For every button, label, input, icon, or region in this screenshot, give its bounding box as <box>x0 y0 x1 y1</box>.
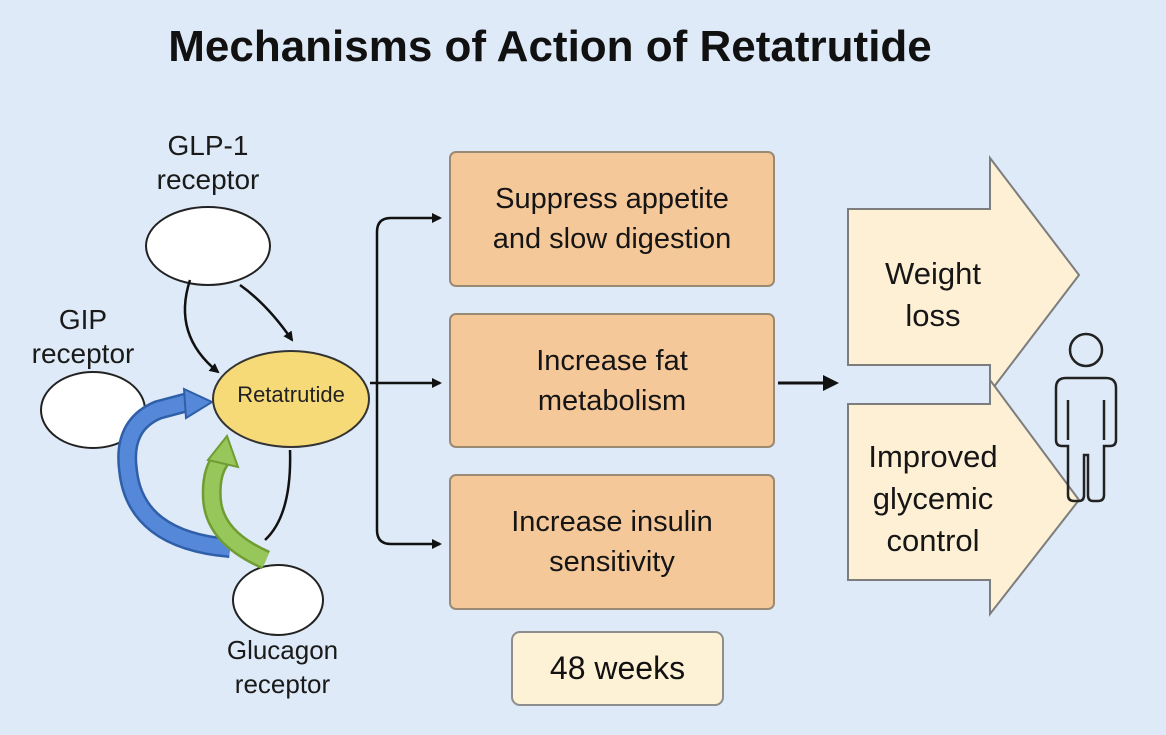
branch-lower <box>375 383 442 549</box>
duration-box: 48 weeks <box>511 631 724 706</box>
retatrutide-node <box>212 350 370 448</box>
glucagon-arrow-head <box>206 433 240 469</box>
diagram-title: Mechanisms of Action of Retatrutide <box>168 22 932 71</box>
duration-label: 48 weeks <box>549 650 686 686</box>
weight-loss-arrow <box>847 155 1081 395</box>
gip-arrow-fill <box>119 394 231 556</box>
outcome-weight-loss-label: Weight loss <box>885 256 981 333</box>
glucagon-receptor-label: Glucagon receptor <box>226 635 339 699</box>
effect-label-appetite: Suppress appetite and slow digestion <box>492 183 732 255</box>
glucagon-receptor-node <box>232 564 324 636</box>
effect-box-insulin: Increase insulin sensitivity <box>449 474 775 610</box>
gip-receptor-label: GIP receptor <box>31 304 135 369</box>
glp1-arrow-right <box>239 283 294 342</box>
retatrutide-label: Retatrutide <box>237 382 345 407</box>
person-icon <box>1054 332 1118 503</box>
outcome-glycemic-label: Improved glycemic control <box>868 439 998 558</box>
effect-box-fat-metabolism: Increase fat metabolism <box>449 313 775 448</box>
effect-label-insulin: Increase insulin sensitivity <box>511 506 713 578</box>
retatrutide-feedback-line <box>264 449 292 541</box>
glycemic-control-arrow <box>847 376 1081 617</box>
effect-box-appetite: Suppress appetite and slow digestion <box>449 151 775 287</box>
glucagon-arrow-fill <box>204 453 270 567</box>
glp1-arrow-left <box>183 279 220 374</box>
glp1-receptor-label: GLP-1 receptor <box>156 130 260 195</box>
branch-connector <box>375 213 442 383</box>
effect-label-fat-metabolism: Increase fat metabolism <box>536 344 688 417</box>
gip-arrow-head <box>182 387 215 420</box>
glp1-receptor-node <box>145 206 271 286</box>
